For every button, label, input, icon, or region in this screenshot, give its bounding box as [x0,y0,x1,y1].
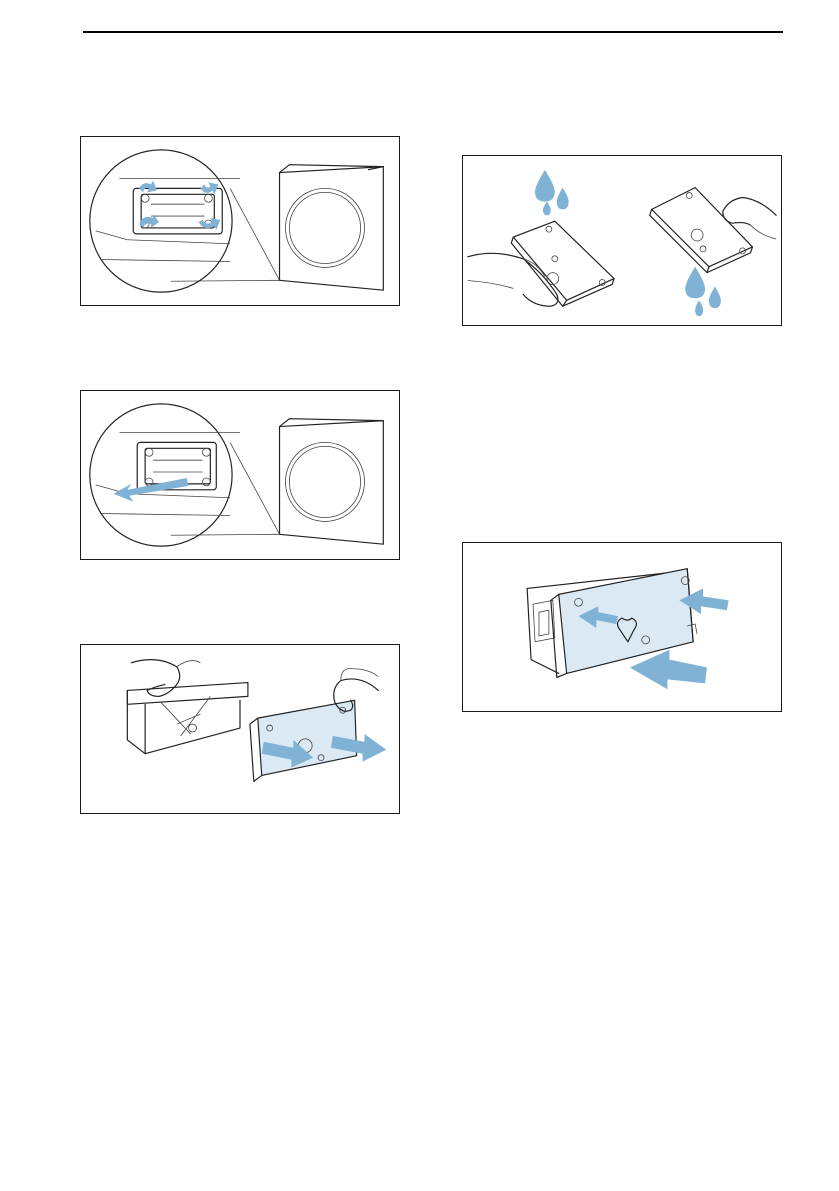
filter-reinsert-illustration [463,543,781,711]
remove-clips-figure [80,136,400,306]
separate-panel-figure [80,644,400,814]
page-top-rule [83,31,783,33]
filter-rinse-water-illustration [463,156,781,325]
filter-panel-separate-illustration [81,645,399,813]
pull-out-frame-figure [80,390,400,560]
reinsert-panel-figure [462,542,782,712]
dryer-filter-pull-illustration [81,391,399,559]
dryer-filter-clips-illustration [81,137,399,305]
rinse-panel-figure [462,155,782,326]
